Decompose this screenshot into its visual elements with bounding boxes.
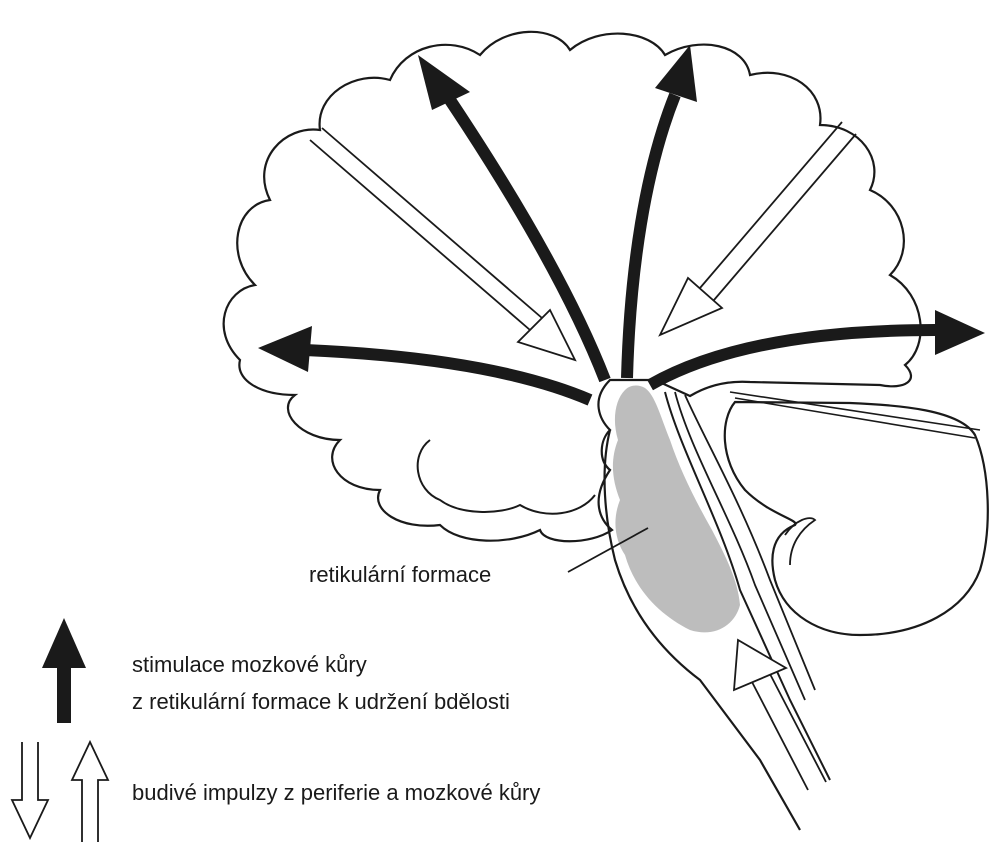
stimulation-arrowhead-right xyxy=(935,310,985,355)
legend-stimulation-arrow-icon xyxy=(42,618,86,723)
reticular-formation xyxy=(613,386,740,633)
legend-excitatory-down-arrow-icon xyxy=(12,742,48,838)
reticular-formation-label: retikulární formace xyxy=(309,562,491,588)
cerebellum-outline xyxy=(725,402,988,635)
stimulation-arrow-left xyxy=(305,350,590,400)
stimulation-arrowhead-up xyxy=(655,45,697,102)
cerebrum-outline xyxy=(224,32,921,541)
legend-excitatory-text: budivé impulzy z periferie a mozkové kůr… xyxy=(132,780,540,806)
stimulation-arrowhead-left xyxy=(258,326,312,372)
legend-stimulation-text-line1: stimulace mozkové kůry xyxy=(132,652,367,678)
temporal-lobe-outline xyxy=(418,440,595,514)
excitatory-arrow-from-cortex-right xyxy=(660,122,856,335)
stimulation-arrow-up xyxy=(627,95,675,378)
stimulation-arrow-right xyxy=(650,330,935,385)
stimulation-arrowhead-upleft xyxy=(418,55,470,110)
fourth-ventricle xyxy=(785,518,815,565)
legend-excitatory-up-arrow-icon xyxy=(72,742,108,842)
legend-stimulation-text-line2: z retikulární formace k udržení bdělosti xyxy=(132,689,510,715)
excitatory-arrow-from-periphery xyxy=(734,640,826,790)
